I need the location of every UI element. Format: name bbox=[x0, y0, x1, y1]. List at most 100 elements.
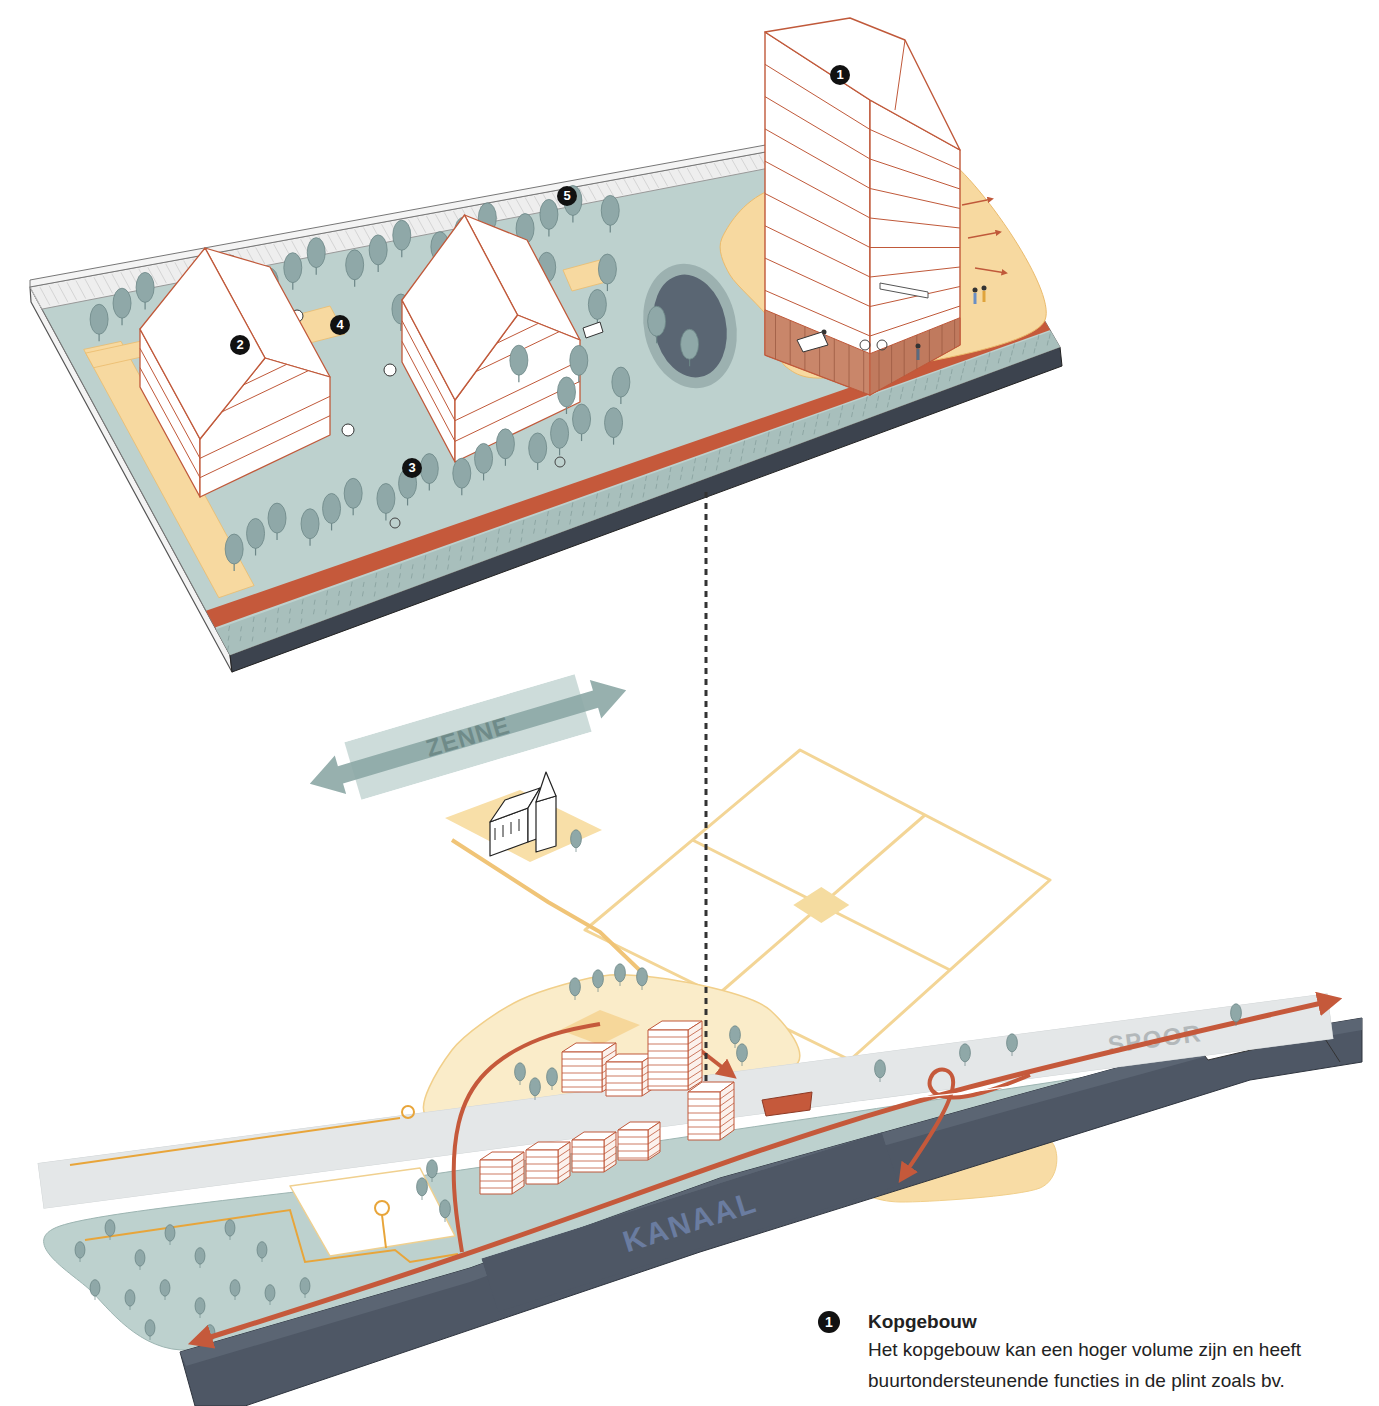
tower-block bbox=[720, 1082, 734, 1140]
grass bbox=[350, 591, 351, 596]
grass bbox=[839, 420, 840, 425]
grass bbox=[448, 565, 449, 570]
wall-hatch bbox=[525, 198, 533, 212]
grass bbox=[866, 396, 867, 401]
grass bbox=[253, 627, 254, 632]
grass bbox=[765, 447, 766, 452]
grass bbox=[744, 441, 745, 446]
tree bbox=[605, 408, 623, 438]
grass bbox=[570, 519, 571, 524]
tree-trunk bbox=[620, 980, 621, 986]
house-block bbox=[618, 1122, 660, 1130]
floor-line bbox=[720, 1103, 734, 1113]
person bbox=[917, 349, 920, 360]
floor-line bbox=[558, 1170, 570, 1178]
tree bbox=[230, 1280, 240, 1297]
floor-line bbox=[688, 1056, 702, 1065]
floor-line bbox=[648, 1072, 688, 1073]
callout-number: 1 bbox=[818, 1311, 840, 1333]
tree bbox=[615, 964, 626, 982]
callout-number: 3 bbox=[402, 458, 422, 478]
tree bbox=[346, 250, 364, 280]
wall-hatch bbox=[705, 165, 712, 178]
floor-line bbox=[688, 1077, 702, 1086]
apartment-block bbox=[648, 1021, 702, 1030]
wall-hatch bbox=[166, 264, 175, 281]
bridge bbox=[762, 1092, 812, 1116]
plinth-line bbox=[775, 314, 776, 359]
grass bbox=[852, 412, 853, 417]
grass bbox=[522, 529, 523, 534]
wall-hatch bbox=[337, 232, 346, 248]
grass bbox=[448, 555, 449, 560]
plinth-line bbox=[942, 325, 943, 355]
grass bbox=[778, 439, 779, 444]
grass bbox=[375, 582, 376, 587]
grass bbox=[985, 366, 986, 371]
wall-hatch bbox=[615, 181, 623, 195]
river-zone bbox=[344, 674, 591, 800]
floor-line bbox=[497, 323, 539, 343]
wall-hatch bbox=[121, 272, 131, 290]
floor-line bbox=[870, 247, 960, 248]
grass bbox=[949, 376, 950, 381]
footpath bbox=[70, 1118, 400, 1165]
grass bbox=[290, 609, 291, 614]
floor-line bbox=[688, 1042, 702, 1051]
grass bbox=[755, 440, 756, 445]
floor-line bbox=[562, 1080, 602, 1081]
grass bbox=[951, 369, 952, 374]
wall-hatch bbox=[58, 284, 68, 302]
church bbox=[490, 772, 581, 856]
wall-hatch bbox=[435, 214, 443, 229]
grass bbox=[594, 510, 595, 515]
tree-trunk bbox=[535, 1094, 536, 1100]
callout-number: 2 bbox=[230, 335, 250, 355]
roof bbox=[402, 215, 518, 400]
band-shape bbox=[38, 993, 1334, 1208]
floor-line bbox=[606, 1069, 642, 1070]
person bbox=[974, 293, 977, 304]
grass bbox=[767, 440, 768, 445]
grass bbox=[510, 529, 511, 534]
grass bbox=[976, 360, 977, 365]
floor-line bbox=[512, 1159, 524, 1167]
callout-number: 4 bbox=[330, 315, 350, 335]
grass bbox=[399, 583, 400, 588]
housing bbox=[140, 215, 630, 571]
square bbox=[793, 887, 849, 923]
floor-line bbox=[602, 1064, 616, 1073]
tree bbox=[75, 1242, 85, 1259]
tree bbox=[369, 235, 387, 265]
wall-hatch bbox=[588, 186, 596, 200]
bike-wheel bbox=[860, 340, 870, 350]
floor-line bbox=[558, 1149, 570, 1157]
floor-line bbox=[618, 1144, 648, 1145]
grass bbox=[351, 582, 352, 587]
floor-line bbox=[140, 368, 200, 478]
floor-line bbox=[642, 1082, 654, 1090]
grass bbox=[535, 520, 536, 525]
tree bbox=[515, 1063, 526, 1081]
grass bbox=[915, 379, 916, 384]
grass bbox=[584, 502, 585, 507]
grass bbox=[302, 599, 303, 604]
grass bbox=[607, 502, 608, 507]
tower-building bbox=[390, 18, 1006, 528]
grass bbox=[558, 520, 559, 525]
table bbox=[797, 332, 828, 352]
wall-hatch bbox=[85, 279, 95, 297]
plinth-line bbox=[929, 330, 930, 362]
grass bbox=[706, 458, 707, 463]
floor-line bbox=[765, 64, 870, 129]
grass bbox=[339, 591, 340, 596]
floor-line bbox=[562, 1073, 602, 1074]
window bbox=[519, 819, 520, 831]
grass bbox=[790, 438, 791, 443]
towpath-edge bbox=[780, 1085, 1020, 1120]
grass bbox=[729, 457, 730, 462]
plinth-line bbox=[954, 320, 955, 348]
grass bbox=[534, 529, 535, 534]
